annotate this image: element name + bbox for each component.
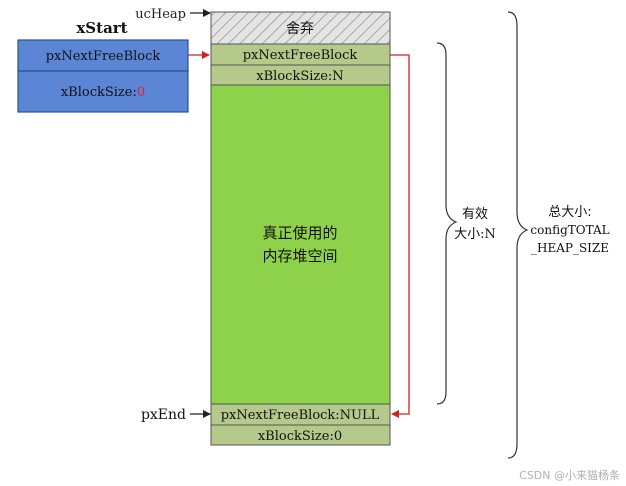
effective-label-line1: 有效 [462,207,488,222]
header-next-label: pxNextFreeBlock [243,48,358,63]
xstart-size-label: xBlockSize:0 [61,85,145,100]
discard-label: 舍弃 [286,21,314,37]
end-size-field [210,424,391,446]
usable-heap-space [210,84,391,405]
total-label-line1: 总大小: [548,205,591,220]
end-size-label: xBlockSize:0 [258,429,342,444]
body-line2: 内存堆空间 [262,247,337,265]
xstart-size-field [17,70,189,113]
total-size-brace [507,11,529,459]
xstart-size-prefix: xBlockSize: [61,85,137,100]
header-to-end-arrow [390,54,410,418]
pxend-label: pxEnd [141,407,186,423]
xstart-next-label: pxNextFreeBlock [46,49,161,64]
xstart-struct: pxNextFreeBlock xBlockSize:0 [17,39,189,113]
body-line1: 真正使用的 [262,224,337,242]
ucheap-label: ucHeap [135,7,186,22]
xstart-next-field [17,39,189,72]
watermark: CSDN @小来猫杨条 [519,468,620,482]
heap-column: 舍弃 pxNextFreeBlock xBlockSize:N 真正使用的 内存… [210,11,391,446]
xstart-size-value: 0 [137,85,145,100]
xstart-title: xStart [76,19,127,37]
total-label-line3: _HEAP_SIZE [531,241,609,255]
effective-label-line2: 大小:N [454,227,496,242]
header-size-label: xBlockSize:N [256,69,343,84]
total-label-line2: configTOTAL [530,223,609,237]
end-next-label: pxNextFreeBlock:NULL [221,408,380,423]
effective-size-brace [436,42,458,405]
